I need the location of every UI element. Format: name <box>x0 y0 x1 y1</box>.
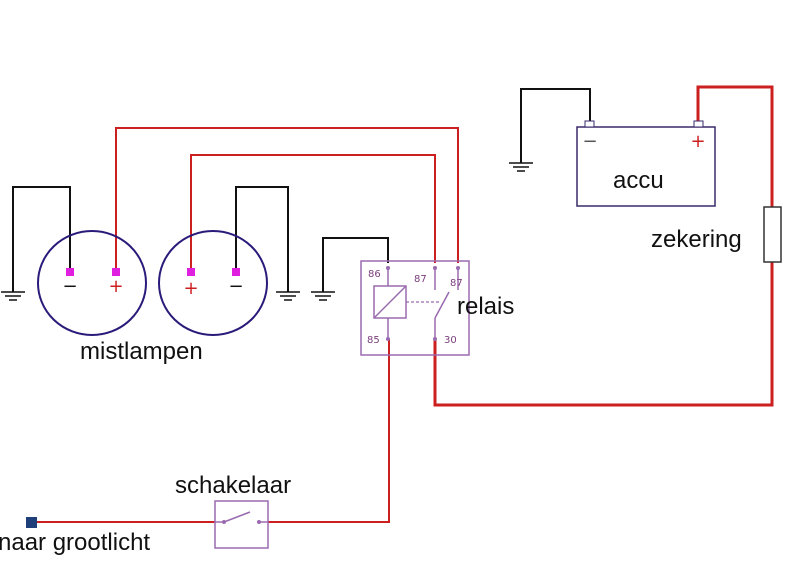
lamp-outline <box>37 230 147 336</box>
relay-contact-leads <box>434 268 459 339</box>
battery-terminal-positive <box>693 120 704 128</box>
lamp-outline <box>158 230 268 336</box>
plus-sign: + <box>108 276 123 297</box>
zekering-label: zekering <box>651 226 742 253</box>
battery-minus-sign: − <box>582 131 597 152</box>
terminal-positive <box>112 268 120 276</box>
grootlicht-terminal <box>26 517 37 528</box>
pin-dot-87 <box>433 266 437 270</box>
schakelaar-label: schakelaar <box>175 472 291 499</box>
pin-dot-87b <box>456 266 460 270</box>
fog-lamp-right: + − <box>158 230 268 336</box>
switch-box <box>214 500 269 549</box>
battery-box <box>576 126 716 207</box>
mistlampen-label: mistlampen <box>80 338 203 365</box>
pin-label-85: 85 <box>367 335 380 346</box>
minus-sign: − <box>228 276 243 297</box>
plus-sign: + <box>183 278 198 299</box>
terminal-negative <box>66 268 74 276</box>
battery-terminal-negative <box>584 120 595 128</box>
switch-lever <box>223 511 251 523</box>
accu-label: accu <box>613 167 664 194</box>
relay-coil-diagonal <box>373 285 407 319</box>
wire-30-to-fuse <box>433 262 774 407</box>
ground-wires <box>12 88 591 292</box>
wire-lamp2-to-87 <box>190 154 436 272</box>
positive-wires <box>34 127 459 523</box>
battery-plus-sign: + <box>690 131 705 152</box>
naar-grootlicht-label: naar grootlicht <box>0 529 150 556</box>
terminal-positive <box>187 268 195 276</box>
minus-sign: − <box>62 276 77 297</box>
ground-wire-battery <box>520 88 591 163</box>
ground-wire-lamp1 <box>12 186 71 292</box>
relay-switch-arm <box>434 291 450 319</box>
pin-label-86: 86 <box>368 269 381 280</box>
wire-fuse-to-battery <box>696 85 774 207</box>
pin-dot-85 <box>386 337 390 341</box>
ground-symbol-1 <box>1 291 25 301</box>
fuse <box>763 206 782 263</box>
ground-wire-lamp2 <box>235 186 289 292</box>
ground-symbol-2 <box>276 291 300 301</box>
pin-dot-30 <box>433 337 437 341</box>
pin-label-30: 30 <box>444 335 457 346</box>
battery: − + accu <box>576 120 716 207</box>
ground-wire-relay86 <box>322 237 389 292</box>
relais-label: relais <box>457 293 514 320</box>
wire-lamp1-to-87 <box>115 127 459 272</box>
terminal-negative <box>232 268 240 276</box>
relay-box <box>360 260 470 356</box>
ground-symbol-4 <box>509 162 533 172</box>
relay: 86 87 87 85 30 <box>360 260 470 356</box>
pin-dot-86 <box>386 266 390 270</box>
ground-symbol-3 <box>311 291 335 301</box>
pin-label-87: 87 <box>414 274 427 285</box>
wire-85-to-switch <box>268 339 390 523</box>
switch <box>214 500 269 549</box>
main-feed-wires <box>433 85 774 407</box>
ground-symbols <box>1 162 533 301</box>
fog-lamp-left: − + <box>37 230 147 336</box>
pin-label-87b: 87 <box>450 278 463 289</box>
